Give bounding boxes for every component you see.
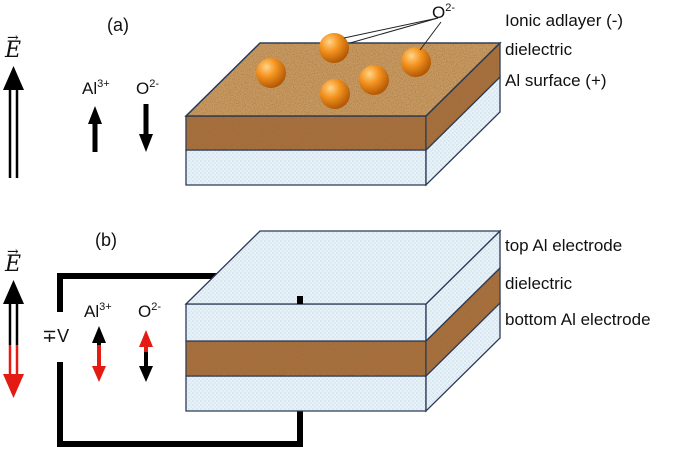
top-electrode bbox=[184, 229, 502, 343]
field-arrow-a bbox=[3, 66, 24, 178]
oxygen-ion-sphere bbox=[401, 47, 431, 77]
field-label-b: → E bbox=[5, 245, 22, 277]
field-arrow-b bbox=[3, 280, 24, 398]
bottom-electrode bbox=[185, 301, 501, 413]
field-symbol-a: E bbox=[5, 38, 22, 63]
field-vector-mark-a: → bbox=[7, 30, 19, 46]
voltage-label: ∓V bbox=[40, 326, 72, 346]
al-arrow-b bbox=[92, 326, 106, 382]
layer-label-al-surface: Al surface (+) bbox=[505, 71, 607, 90]
oxygen-ion-sphere bbox=[320, 79, 350, 109]
field-vector-mark-b: → bbox=[7, 244, 19, 260]
panel-b-tag: (b) bbox=[95, 230, 117, 250]
ionic-adlayer bbox=[256, 33, 431, 109]
panel-b bbox=[3, 229, 502, 447]
al-ion-label-b: Al3+ bbox=[84, 301, 112, 321]
layer-label-bottom-electrode: bottom Al electrode bbox=[505, 310, 651, 329]
field-symbol-b: E bbox=[5, 252, 22, 277]
o-ion-label-b: O2- bbox=[138, 301, 162, 321]
field-label-a: → E bbox=[5, 31, 22, 63]
layer-label-top-electrode: top Al electrode bbox=[505, 236, 623, 255]
panel-a-tag: (a) bbox=[107, 15, 129, 35]
al-arrow-a bbox=[88, 106, 102, 152]
panel-a bbox=[3, 17, 502, 187]
layer-label-dielectric-b: dielectric bbox=[505, 274, 573, 293]
oxygen-ion-sphere bbox=[359, 65, 389, 95]
layer-label-dielectric-a: dielectric bbox=[505, 40, 573, 59]
oxygen-ion-sphere bbox=[256, 58, 286, 88]
layer-label-adlayer: Ionic adlayer (-) bbox=[505, 11, 624, 30]
dielectric-layer-b bbox=[185, 266, 501, 378]
o-arrow-a bbox=[139, 104, 153, 152]
o-ion-label-a: O2- bbox=[136, 78, 160, 98]
oxygen-ion-sphere bbox=[319, 33, 349, 63]
al-ion-label-a: Al3+ bbox=[82, 78, 110, 98]
o-callout-label: O2- bbox=[432, 2, 456, 22]
o-arrow-b bbox=[139, 330, 153, 382]
o-callout-lines bbox=[343, 17, 442, 51]
al-surface-layer bbox=[185, 75, 501, 187]
